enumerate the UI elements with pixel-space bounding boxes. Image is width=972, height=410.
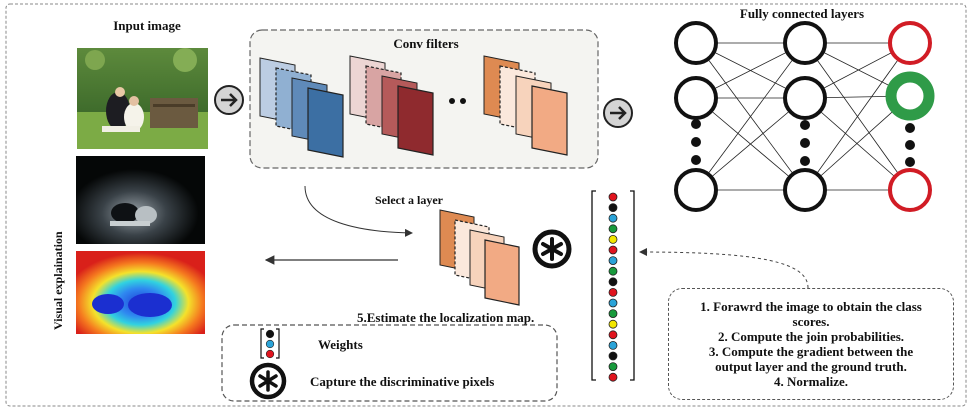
step-line: output layer and the ground truth. xyxy=(715,359,907,374)
capture-label: Capture the discriminative pixels xyxy=(310,374,494,389)
weight-dot xyxy=(608,362,618,372)
legend-convolution-icon xyxy=(249,362,287,400)
blue-filter-stack xyxy=(259,57,344,158)
estimate-label: 5.Estimate the localization map. xyxy=(357,310,534,325)
legend-weight-dot xyxy=(265,349,275,359)
ellipsis-dot xyxy=(449,98,455,104)
legend-weight-dot xyxy=(265,329,275,339)
weight-dot xyxy=(608,266,618,276)
visual-explanation-title: Visual explaination xyxy=(51,231,65,330)
fc-output-layer xyxy=(885,21,935,212)
weight-dot xyxy=(608,309,618,319)
red-filter-stack xyxy=(349,55,434,156)
step-line: 4. Normalize. xyxy=(773,374,848,389)
select-layer-label: Select a layer xyxy=(375,193,444,207)
weight-dot xyxy=(608,298,618,308)
weight-dot xyxy=(608,287,618,297)
select-layer-arrow xyxy=(304,185,413,237)
weights-label: Weights xyxy=(318,337,363,352)
weight-dot xyxy=(608,203,618,213)
weight-dot xyxy=(608,224,618,234)
weight-dot xyxy=(608,256,618,266)
step-line: scores. xyxy=(792,314,830,329)
ellipsis-dot xyxy=(460,98,466,104)
weight-dot xyxy=(608,330,618,340)
heatmap-image xyxy=(76,251,205,334)
fc-layer-2 xyxy=(783,21,827,212)
attention-map-image xyxy=(76,156,205,244)
weight-dot xyxy=(608,277,618,287)
step-line: 1. Forawrd the image to obtain the class xyxy=(700,299,922,314)
weights-vector xyxy=(591,190,635,382)
input-image-title: Input image xyxy=(113,18,181,33)
fc-layer-1 xyxy=(674,21,718,212)
legend-weights-vector xyxy=(260,328,280,359)
input-photo xyxy=(77,48,208,149)
gradient-arrow xyxy=(639,248,809,289)
weight-dot xyxy=(608,213,618,223)
outer-border xyxy=(5,3,967,407)
weight-dot xyxy=(608,192,618,202)
weight-dot xyxy=(608,340,618,350)
weight-dot xyxy=(608,234,618,244)
arrow-right-icon xyxy=(214,85,244,115)
steps-note: 1. Forawrd the image to obtain the class… xyxy=(668,288,954,400)
weight-dot xyxy=(608,245,618,255)
conv-filters-title: Conv filters xyxy=(393,36,458,51)
weight-dot xyxy=(608,319,618,329)
step-line: 2. Compute the join probabilities. xyxy=(717,329,905,344)
convolution-icon xyxy=(532,229,572,269)
fully-connected-title: Fully connected layers xyxy=(740,6,864,21)
orange-filter-stack xyxy=(483,55,568,156)
selected-layer-stack xyxy=(439,209,520,306)
weight-dot xyxy=(608,372,618,382)
weight-dot xyxy=(608,351,618,361)
legend-box xyxy=(221,324,558,402)
arrow-right-icon xyxy=(603,98,633,128)
step-line: 3. Compute the gradient between the xyxy=(708,344,914,359)
legend-weight-dot xyxy=(265,339,275,349)
